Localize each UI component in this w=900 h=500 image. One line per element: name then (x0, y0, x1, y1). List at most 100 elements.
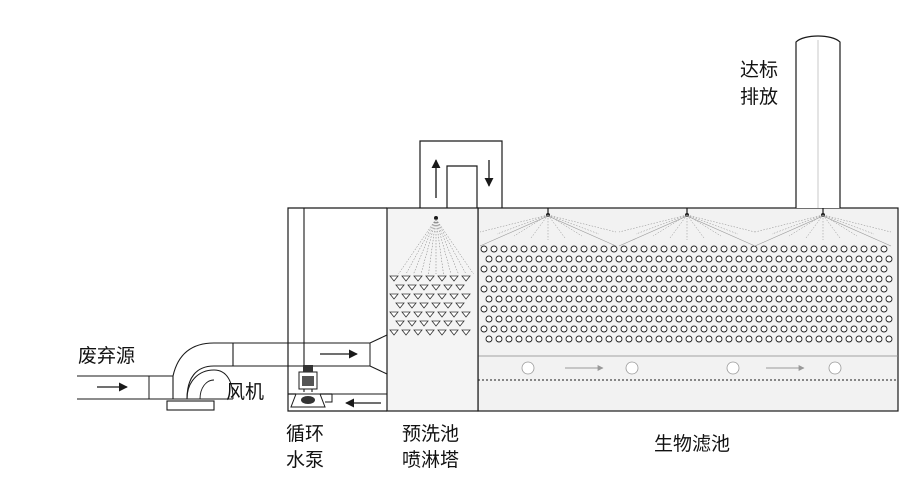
media-ring (610, 305, 618, 313)
media-ring (735, 315, 743, 323)
media-ring (570, 245, 578, 253)
media-ring (535, 315, 543, 323)
media-ring (795, 275, 803, 283)
media-ring (700, 265, 708, 273)
media-ring (740, 305, 748, 313)
media-ring (520, 265, 528, 273)
packing-element (407, 302, 417, 309)
media-ring (850, 245, 858, 253)
media-ring (520, 325, 528, 333)
media-ring (830, 265, 838, 273)
media-ring (750, 285, 758, 293)
media-ring (840, 305, 848, 313)
media-ring (545, 275, 553, 283)
media-ring (630, 325, 638, 333)
media-ring (625, 255, 633, 263)
media-ring (845, 255, 853, 263)
media-ring (525, 255, 533, 263)
media-ring (505, 295, 513, 303)
media-ring (620, 245, 628, 253)
media-ring (565, 335, 573, 343)
packing-element (425, 275, 435, 282)
media-ring (780, 305, 788, 313)
media-ring (855, 295, 863, 303)
media-ring (770, 305, 778, 313)
media-ring (795, 295, 803, 303)
media-ring (805, 255, 813, 263)
media-ring (635, 335, 643, 343)
media-ring (580, 265, 588, 273)
media-ring (510, 305, 518, 313)
media-ring (650, 265, 658, 273)
media-ring (850, 285, 858, 293)
packing-element (461, 275, 471, 282)
media-ring (515, 275, 523, 283)
media-ring (665, 315, 673, 323)
media-ring (505, 315, 513, 323)
media-ring (700, 305, 708, 313)
diagram-labels: 废弃源 风机 循环 水泵 预洗池 喷淋塔 生物滤池 达标 排放 (78, 59, 778, 471)
media-ring (785, 315, 793, 323)
media-ring (690, 265, 698, 273)
media-ring (875, 335, 883, 343)
media-ring (865, 255, 873, 263)
media-ring (760, 245, 768, 253)
media-ring (495, 255, 503, 263)
media-ring (745, 335, 753, 343)
media-ring (745, 295, 753, 303)
media-ring (825, 275, 833, 283)
transfer-duct (419, 140, 503, 208)
media-ring (485, 275, 493, 283)
media-ring (720, 265, 728, 273)
media-ring (865, 315, 873, 323)
media-ring (800, 265, 808, 273)
media-ring (840, 285, 848, 293)
media-ring (535, 255, 543, 263)
media-ring (660, 285, 668, 293)
media-ring (830, 285, 838, 293)
packing-element (419, 284, 429, 291)
media-ring (780, 265, 788, 273)
media-ring (800, 325, 808, 333)
media-ring (720, 305, 728, 313)
packing-element (401, 311, 411, 318)
media-ring (540, 285, 548, 293)
media-ring (545, 295, 553, 303)
media-ring (655, 295, 663, 303)
media-ring (570, 305, 578, 313)
packing-element (437, 311, 447, 318)
media-ring (770, 265, 778, 273)
media-ring (705, 275, 713, 283)
media-ring (730, 325, 738, 333)
media-ring (610, 245, 618, 253)
media-ring (675, 335, 683, 343)
media-ring (605, 315, 613, 323)
packing-element (461, 311, 471, 318)
media-ring (855, 315, 863, 323)
media-ring (545, 335, 553, 343)
media-ring (530, 245, 538, 253)
label-waste-source: 废弃源 (78, 345, 135, 367)
media-ring (540, 265, 548, 273)
packing-element (449, 293, 459, 300)
biofilter-spray-nozzles (479, 208, 892, 247)
media-ring (690, 245, 698, 253)
media-ring (560, 285, 568, 293)
media-ring (855, 255, 863, 263)
media-ring (670, 305, 678, 313)
media-ring (595, 335, 603, 343)
media-ring (800, 245, 808, 253)
media-ring (880, 285, 888, 293)
label-discharge-line2: 排放 (740, 86, 778, 108)
packing-element (461, 293, 471, 300)
packing-element (449, 311, 459, 318)
label-prewash-line1: 预洗池 (402, 423, 459, 445)
media-ring (495, 275, 503, 283)
media-ring (670, 325, 678, 333)
media-ring (685, 255, 693, 263)
packing-element (413, 329, 423, 336)
media-ring (790, 265, 798, 273)
media-ring (550, 245, 558, 253)
media-ring (650, 245, 658, 253)
